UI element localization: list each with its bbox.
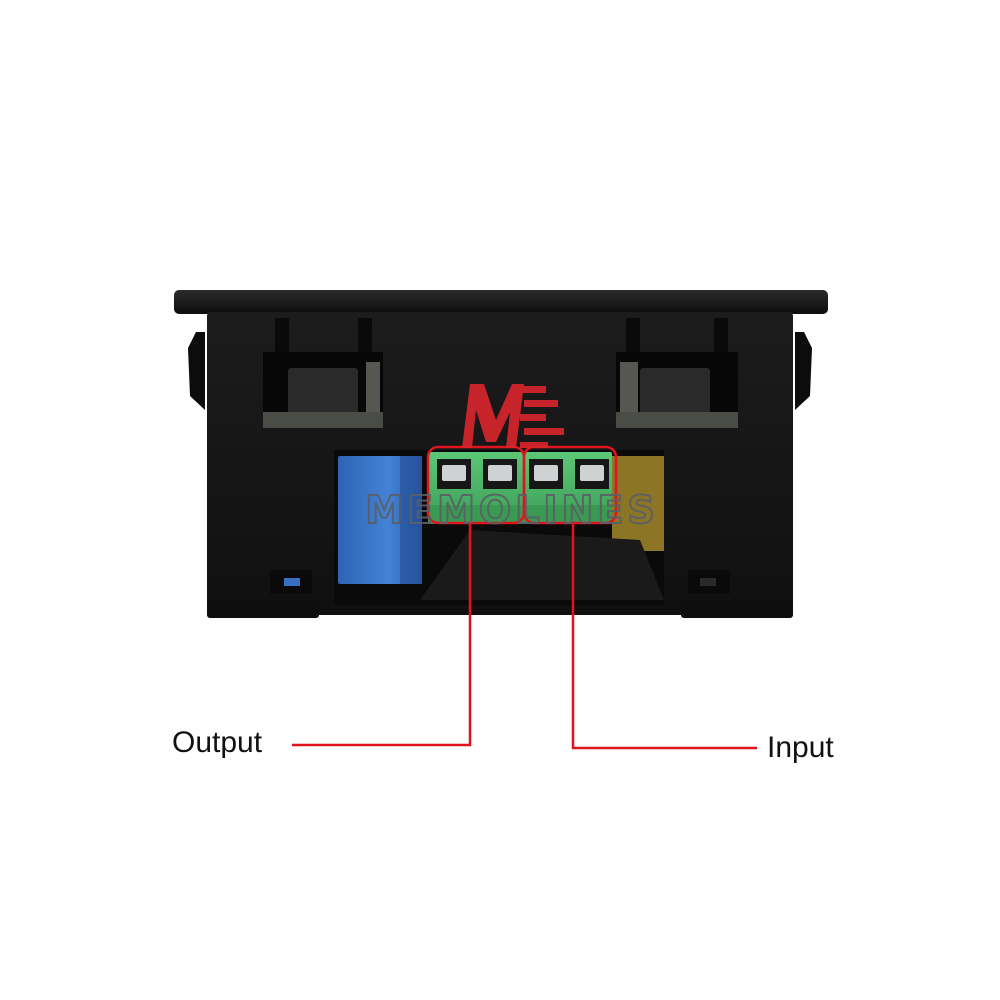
input-terminals-highlight (522, 445, 618, 525)
front-lid (174, 290, 828, 314)
bottom-foot-right (681, 600, 793, 618)
yellow-capacitor (612, 456, 664, 551)
output-label: Output (172, 726, 263, 759)
terminal-block (428, 452, 612, 524)
device-housing (174, 290, 828, 618)
watermark: MEMOLINES (364, 384, 658, 533)
memolines-logo-icon (462, 384, 564, 448)
output-leader-line (292, 523, 472, 747)
bottom-foot-left (207, 600, 319, 618)
watermark-text: MEMOLINES (365, 488, 658, 532)
input-label: Input (767, 731, 834, 764)
input-leader-line (571, 523, 757, 750)
screw-terminal-icon (437, 459, 609, 489)
right-side-clip (795, 332, 812, 410)
left-side-clip (188, 332, 205, 410)
